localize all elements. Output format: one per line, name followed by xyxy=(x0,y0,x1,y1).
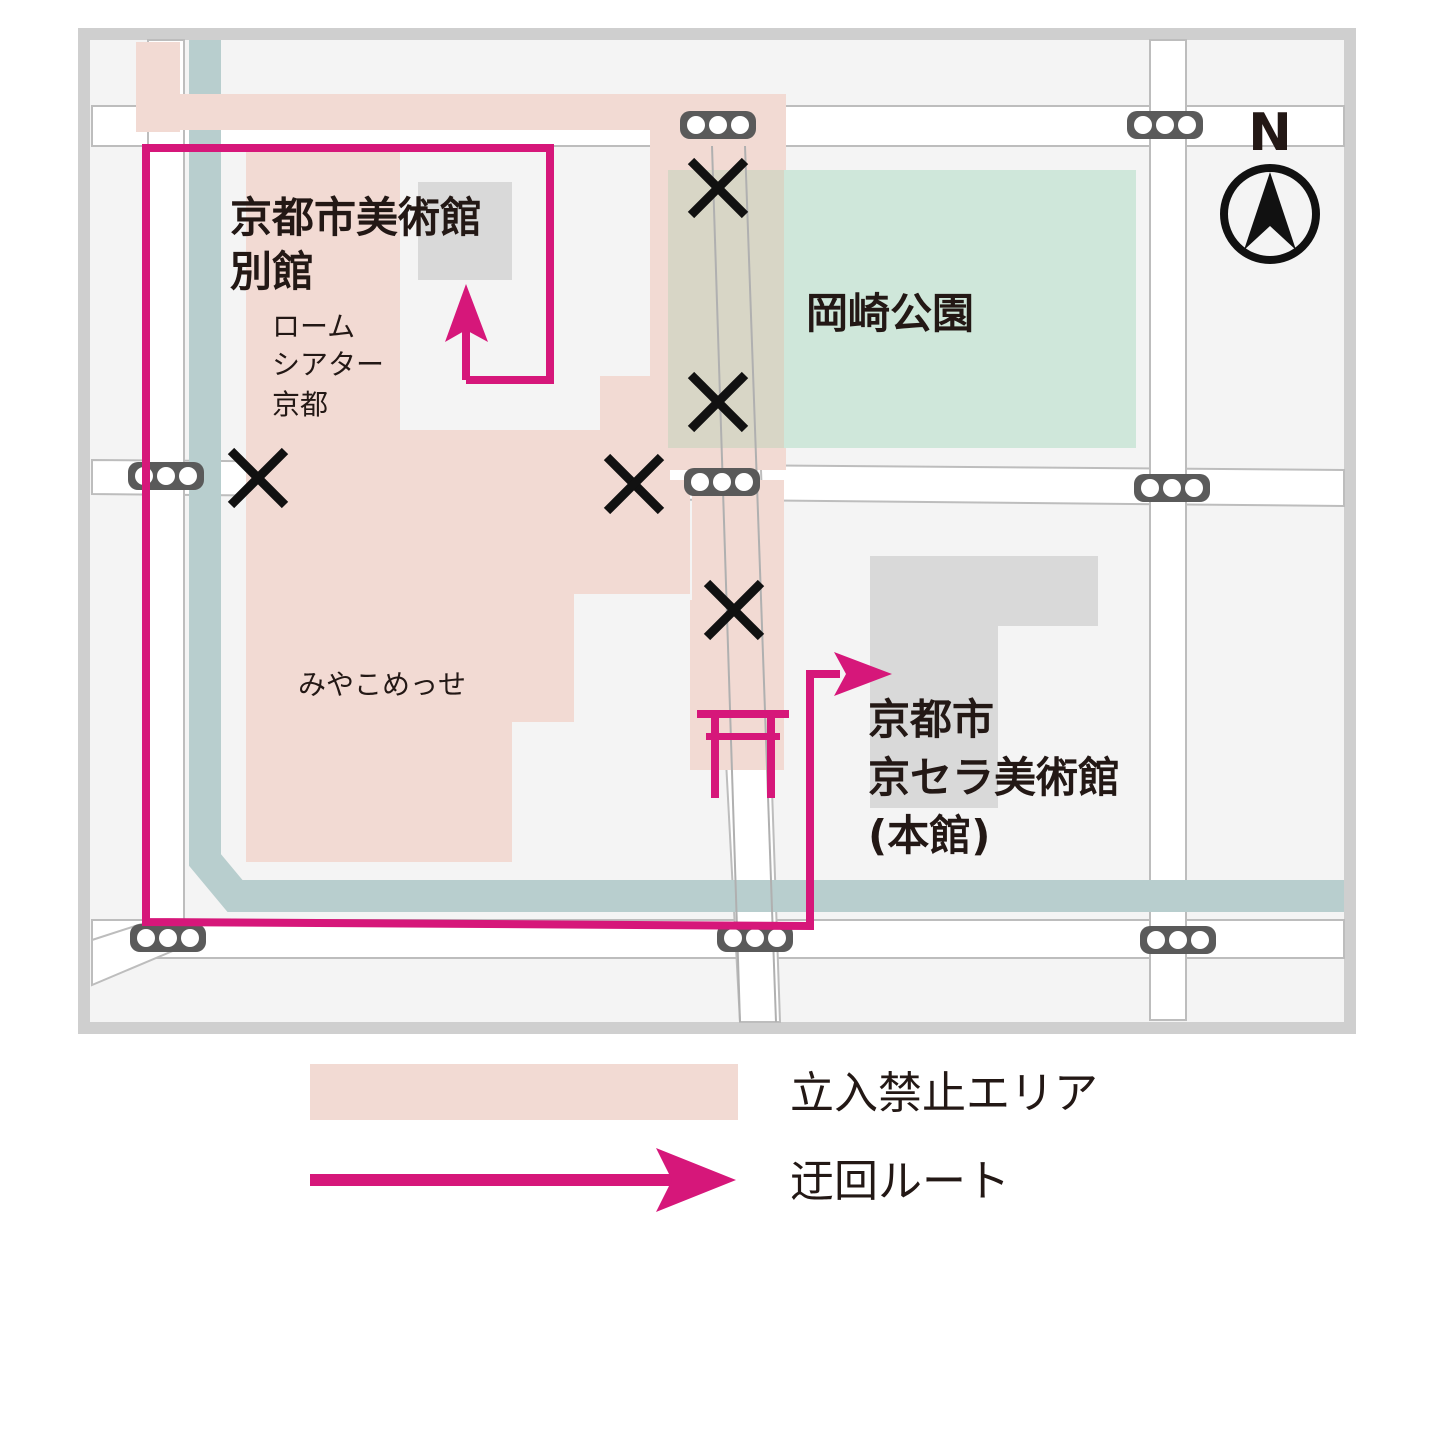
closed-x-icon xyxy=(687,157,749,219)
arrow-icon xyxy=(656,1148,736,1212)
traffic-signal-icon xyxy=(1127,111,1203,139)
closed-x-icon xyxy=(227,447,289,509)
rohm-label-line3: 京都 xyxy=(272,388,328,421)
main-museum-label-line2: 京セラ美術館 xyxy=(868,753,1120,802)
rohm-label-line2: シアター xyxy=(272,348,384,381)
traffic-signal-icon xyxy=(128,462,204,490)
canal xyxy=(189,40,1344,912)
annex-label-line2: 別館 xyxy=(230,247,314,296)
legend-restricted-label: 立入禁止エリア xyxy=(790,1068,1098,1119)
roads xyxy=(91,39,1345,1023)
buildings xyxy=(418,182,1098,808)
main-museum-label-line1: 京都市 xyxy=(868,695,994,744)
park-label: 岡崎公園 xyxy=(806,289,974,338)
traffic-signal-icon xyxy=(680,111,756,139)
annex-label-line1: 京都市美術館 xyxy=(230,193,482,242)
torii-gate-icon xyxy=(697,710,789,798)
north-compass-icon: N xyxy=(1220,103,1320,264)
closed-x-icon xyxy=(687,371,749,433)
traffic-signal-icon xyxy=(130,924,206,952)
rohm-label-line1: ローム xyxy=(272,310,355,343)
closed-marks xyxy=(227,157,765,641)
arrow-icon xyxy=(834,652,892,696)
traffic-signal-icon xyxy=(1140,926,1216,954)
main-museum-label-line3: (本館) xyxy=(868,811,990,860)
traffic-signal-icon xyxy=(684,468,760,496)
road-right-vertical xyxy=(1149,39,1187,1021)
north-label: N xyxy=(1248,103,1292,163)
arrow-icon xyxy=(445,284,488,342)
legend-restricted-swatch xyxy=(310,1064,738,1120)
traffic-signal-icon xyxy=(717,924,793,952)
closed-x-icon xyxy=(703,579,765,641)
park-road-overlap xyxy=(668,170,784,448)
miyako-messe-label: みやこめっせ xyxy=(298,668,466,701)
traffic-signal-icon xyxy=(1134,474,1210,502)
legend: 立入禁止エリア 迂回ルート xyxy=(310,1064,1098,1212)
annex-building xyxy=(418,182,512,280)
main-museum-building xyxy=(870,556,1098,808)
legend-detour-label: 迂回ルート xyxy=(790,1156,1010,1207)
closed-x-icon xyxy=(603,453,665,515)
